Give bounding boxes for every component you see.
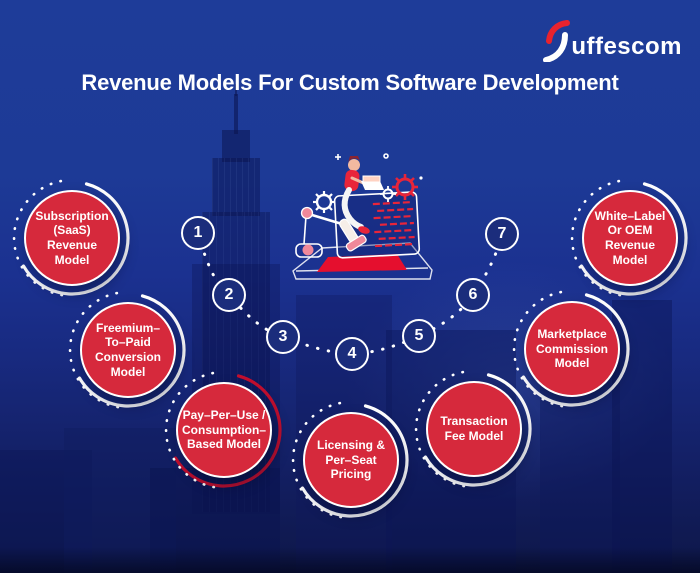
step-badge-7: 7 [485, 217, 519, 251]
step-number: 6 [468, 286, 478, 303]
logo-text: uffescom [571, 33, 682, 60]
keyboard-panel [317, 254, 407, 272]
model-circle-pay-per-use: Pay–Per–Use / Consumption–Based Model [176, 382, 272, 478]
gear-icon [380, 186, 396, 202]
model-circle-marketplace: Marketplace Commission Model [524, 301, 620, 397]
step-number: 3 [278, 328, 288, 345]
step-number: 1 [193, 224, 203, 241]
sparkle-decorations [335, 153, 423, 180]
model-circle-licensing: Licensing & Per–Seat Pricing [303, 412, 399, 508]
model-label: Freemium–To–Paid Conversion Model [94, 320, 161, 379]
gear-icon [313, 191, 335, 213]
model-circle-white-label: White–Label Or OEM Revenue Model [582, 190, 678, 286]
model-label: Licensing & Per–Seat Pricing [316, 438, 385, 482]
model-label: Marketplace Commission Model [535, 327, 608, 371]
step-badge-3: 3 [266, 320, 300, 354]
logo-s-icon [543, 20, 571, 62]
empire-state-spire [234, 94, 238, 134]
step-number: 5 [414, 327, 424, 344]
robotic-arm [295, 206, 367, 258]
suffescom-logo: uffescom [540, 20, 682, 62]
step-badge-1: 1 [181, 216, 215, 250]
developer-illustration [292, 153, 433, 280]
step-badge-6: 6 [456, 278, 490, 312]
step-number: 7 [497, 225, 507, 242]
building [0, 450, 92, 573]
gear-icon [392, 174, 418, 200]
model-circle-subscription: Subscription (SaaS) Revenue Model [24, 190, 120, 286]
person-illustration [341, 156, 384, 234]
building [612, 300, 672, 573]
ground-shadow [0, 547, 700, 573]
page-title: Revenue Models For Custom Software Devel… [81, 70, 619, 95]
step-badge-2: 2 [212, 278, 246, 312]
model-label: Subscription (SaaS) Revenue Model [35, 208, 109, 267]
empire-state-mid [212, 158, 260, 216]
step-badge-4: 4 [335, 337, 369, 371]
step-number: 4 [347, 345, 357, 362]
building [64, 428, 176, 573]
model-circle-transaction-fee: Transaction Fee Model [426, 381, 522, 477]
step-number: 2 [224, 286, 234, 303]
model-label: Transaction Fee Model [440, 414, 508, 443]
step-badge-5: 5 [402, 319, 436, 353]
model-circle-freemium: Freemium–To–Paid Conversion Model [80, 302, 176, 398]
building [150, 468, 280, 573]
empire-state-upper [222, 130, 250, 162]
model-label: Pay–Per–Use / Consumption–Based Model [182, 408, 266, 452]
model-label: White–Label Or OEM Revenue Model [594, 208, 666, 267]
